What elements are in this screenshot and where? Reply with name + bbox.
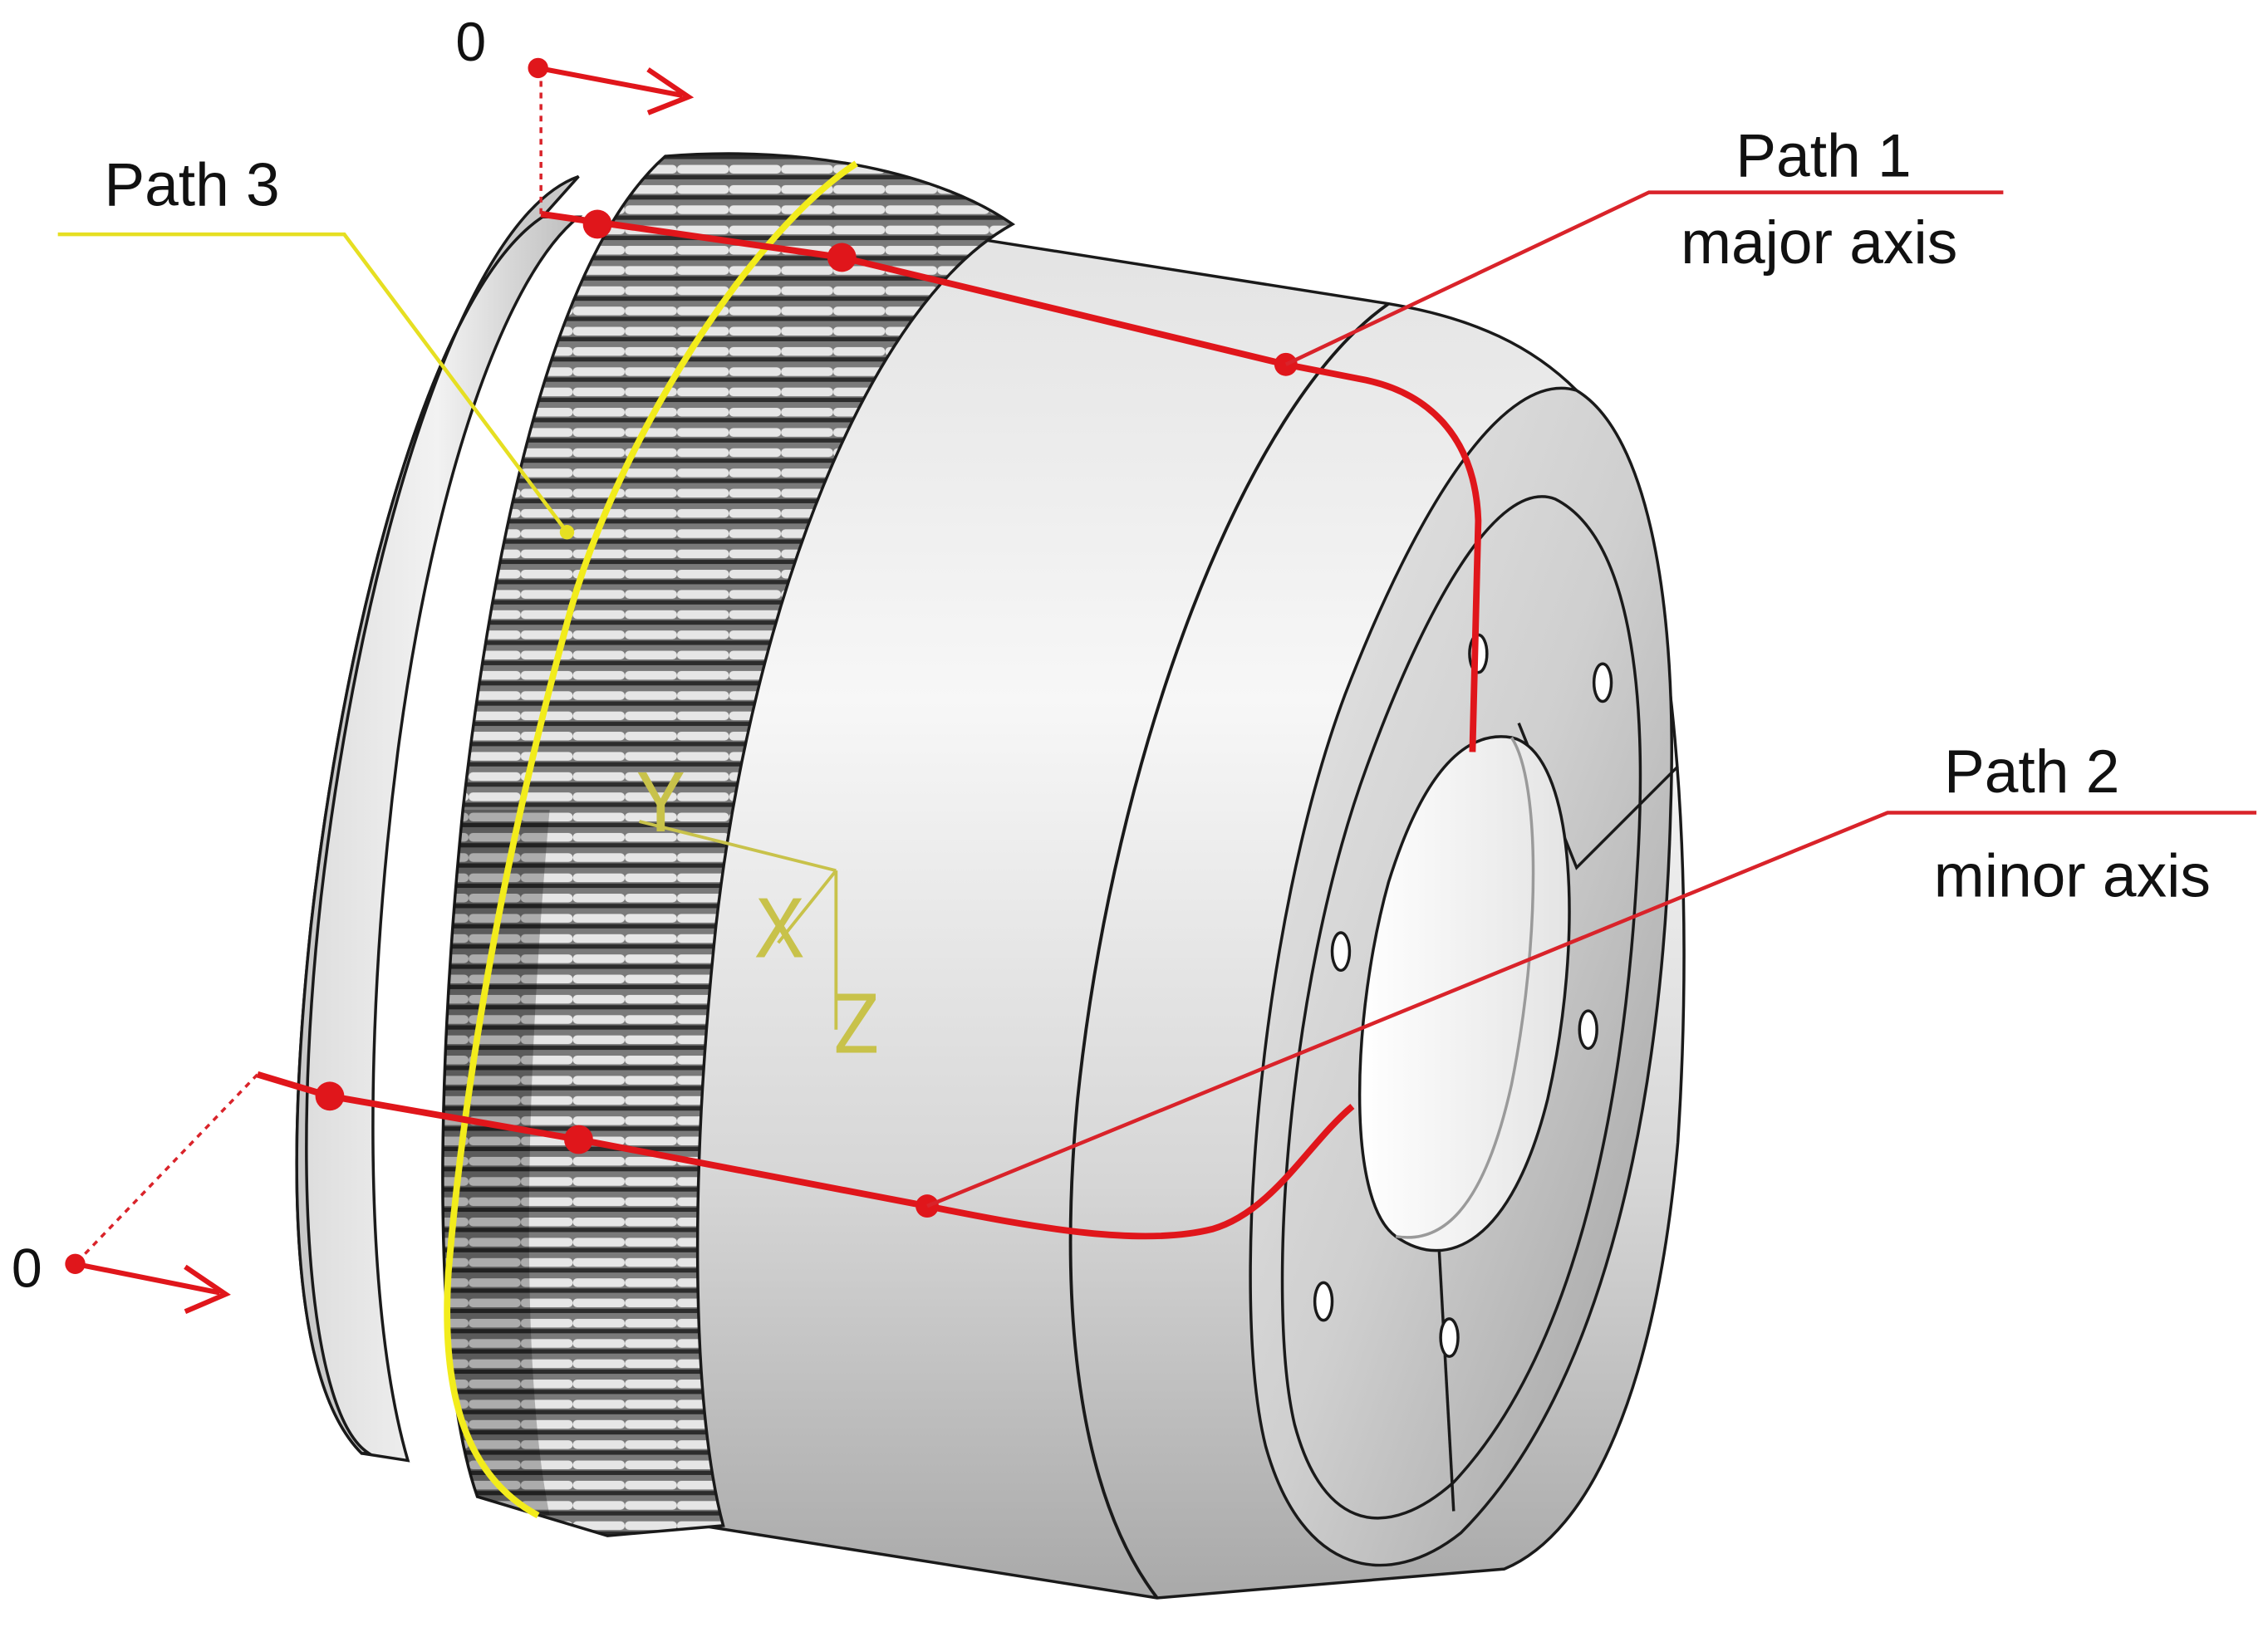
origin-top-arrow-head bbox=[646, 67, 695, 115]
path-2 bbox=[256, 811, 2257, 1240]
origin-marker-top: 0 bbox=[455, 12, 695, 214]
face-split-line-lower bbox=[1437, 1250, 1456, 1512]
path-3-curve bbox=[444, 160, 858, 1519]
path-2-leader bbox=[926, 811, 2257, 1208]
path-1-point bbox=[582, 209, 612, 239]
coordinate-triad: Y X Z bbox=[636, 756, 879, 1071]
origin-bottom-arrow-shaft bbox=[74, 1261, 221, 1296]
bolt-hole bbox=[1592, 662, 1613, 703]
path-1-point bbox=[827, 243, 857, 272]
triad-label-y: Y bbox=[636, 756, 685, 850]
label-path-1: Path 1 bbox=[1735, 122, 1911, 189]
path-2-curve bbox=[256, 1071, 1355, 1240]
origin-bottom-label: 0 bbox=[12, 1238, 42, 1300]
roller-band-shade bbox=[442, 810, 550, 1516]
bolt-hole bbox=[1439, 1317, 1460, 1358]
triad-y-axis bbox=[639, 820, 837, 873]
bolt-hole bbox=[1578, 1009, 1598, 1051]
path-1-point bbox=[1274, 352, 1298, 376]
path-1-leader bbox=[1284, 190, 2004, 366]
label-path-2: Path 2 bbox=[1944, 738, 2119, 806]
shell-seam bbox=[1068, 302, 1390, 1600]
triad-label-z: Z bbox=[830, 978, 879, 1072]
bearing-body bbox=[295, 152, 1686, 1600]
triad-label-x: X bbox=[755, 882, 804, 977]
bolt-hole bbox=[1330, 931, 1352, 973]
label-path-1-sub: major axis bbox=[1681, 209, 1957, 277]
path-1-curve bbox=[540, 210, 1482, 752]
origin-top-arrow-shaft bbox=[538, 65, 684, 98]
triad-x-axis bbox=[777, 869, 837, 944]
path-3-leader bbox=[57, 232, 569, 534]
origin-marker-bottom: 0 bbox=[12, 1073, 259, 1315]
roller-band bbox=[441, 152, 1016, 1537]
path-2-point bbox=[564, 1125, 593, 1154]
origin-bottom-dashed-link bbox=[76, 1073, 259, 1262]
path-1 bbox=[540, 190, 2004, 752]
label-path-2-sub: minor axis bbox=[1934, 843, 2211, 910]
label-path-3: Path 3 bbox=[104, 151, 279, 218]
origin-top-label: 0 bbox=[455, 12, 486, 73]
bolt-hole bbox=[1313, 1281, 1334, 1322]
path-3 bbox=[57, 160, 858, 1519]
origin-bottom-arrow-head bbox=[184, 1264, 231, 1315]
center-bore bbox=[1357, 735, 1571, 1252]
path-2-point bbox=[315, 1081, 345, 1111]
rear-flange-face bbox=[295, 174, 580, 1455]
front-face-inner bbox=[1280, 495, 1642, 1520]
bore-inner-wall bbox=[1395, 737, 1535, 1239]
